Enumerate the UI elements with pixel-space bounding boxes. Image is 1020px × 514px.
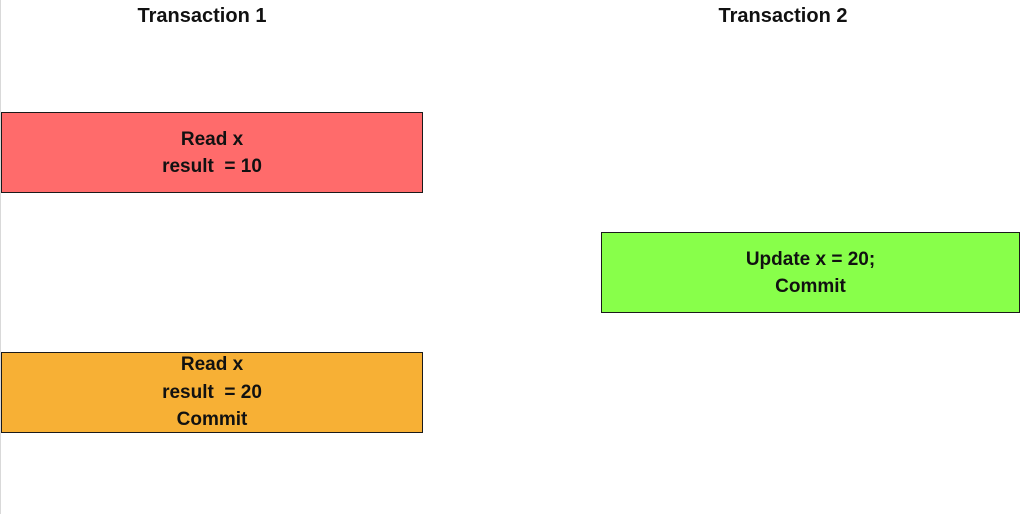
step-line-commit: Commit xyxy=(176,409,248,431)
transaction-2-heading: Transaction 2 xyxy=(718,5,848,27)
step-line-result: result = 10 xyxy=(162,155,262,177)
step-line-update: Update x = 20; xyxy=(745,248,876,270)
step-line-commit: Commit xyxy=(775,275,846,297)
left-edge-line xyxy=(0,0,1,514)
transaction-1-reread-step: Read x result = 20 Commit xyxy=(1,352,423,433)
step-line-read: Read x xyxy=(180,128,244,150)
step-line-result: result = 20 xyxy=(162,381,262,403)
transaction-1-heading: Transaction 1 xyxy=(137,5,267,27)
transaction-2-update-step: Update x = 20; Commit xyxy=(601,232,1020,313)
transaction-1-read-step: Read x result = 10 xyxy=(1,112,423,193)
step-line-read: Read x xyxy=(180,354,244,376)
